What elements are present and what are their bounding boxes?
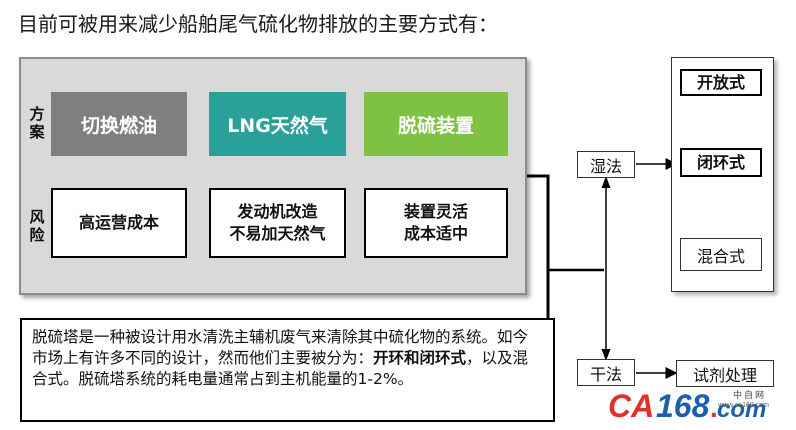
risk-text: 装置灵活 <box>403 202 468 221</box>
scheme-fuel-switch: 切换燃油 <box>51 92 187 156</box>
risk-flexible: 装置灵活成本适中 <box>364 188 508 258</box>
description-text: 脱硫塔是一种被设计用水清洗主辅机废气来清除其中硫化物的系统。如今市场上有许多不同… <box>32 328 529 367</box>
risk-text: 高运营成本 <box>78 213 159 232</box>
logo-cn-name: 中自网 <box>733 391 767 401</box>
risk-high-cost: 高运营成本 <box>51 188 187 258</box>
svg-text:com: com <box>717 396 766 423</box>
svg-text:168: 168 <box>656 388 710 424</box>
reagent-treatment-box: 试剂处理 <box>676 360 774 387</box>
risk-text: 发动机改造 <box>237 202 318 221</box>
description-bold: 开环和闭环式 <box>373 349 467 367</box>
ca168-logo: CA 168 . com <box>606 385 791 425</box>
logo-graphic: CA 168 . com <box>608 388 766 424</box>
open-loop-box: 开放式 <box>680 69 762 96</box>
closed-loop-box: 闭环式 <box>680 148 762 177</box>
svg-text:.: . <box>710 392 718 423</box>
row-label-scheme: 方案 <box>29 105 45 141</box>
risk-text: 成本适中 <box>403 224 468 243</box>
page-title: 目前可被用来减少船舶尾气硫化物排放的主要方式有： <box>18 12 498 36</box>
hybrid-box: 混合式 <box>680 238 762 271</box>
description-box: 脱硫塔是一种被设计用水清洗主辅机废气来清除其中硫化物的系统。如今市场上有许多不同… <box>20 318 555 422</box>
risk-text: 不易加天然气 <box>229 224 326 243</box>
scheme-scrubber: 脱硫装置 <box>364 92 508 156</box>
svg-text:CA: CA <box>608 388 654 424</box>
row-label-risk: 风险 <box>29 208 45 244</box>
logo-url: www.ca168.com <box>718 402 769 409</box>
description-text-end: ，以及混合式。脱硫塔系统的耗电量通常占到主机能量的1-2%。 <box>32 349 529 388</box>
wet-method-box: 湿法 <box>577 151 635 178</box>
dry-method-box: 干法 <box>577 359 635 386</box>
risk-engine-mod: 发动机改造不易加天然气 <box>209 188 346 258</box>
scheme-lng: LNG天然气 <box>209 92 346 156</box>
